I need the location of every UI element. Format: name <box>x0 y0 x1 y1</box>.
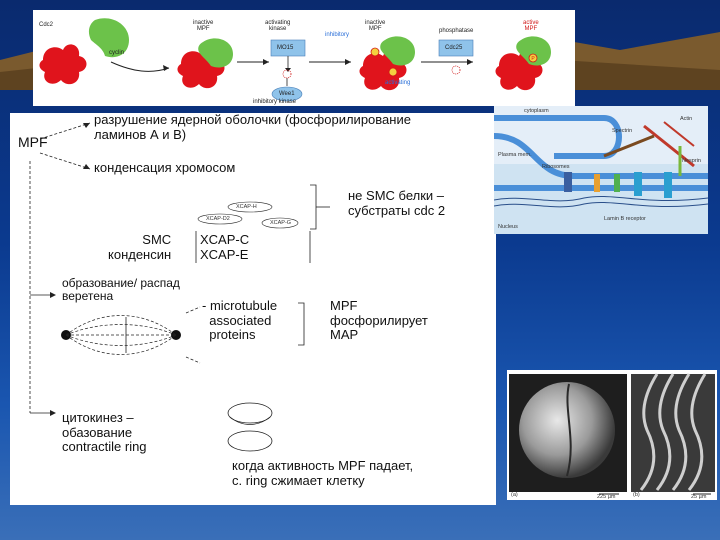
furrow-texture <box>639 373 707 491</box>
inactive-mpf-2-label: inactive MPF <box>365 20 386 33</box>
wee1-box <box>271 86 303 102</box>
nuclear-envelope-text: разрушение ядерной оболочки (фосфорилиро… <box>94 112 411 142</box>
activating-kinase-label: activating kinase <box>265 20 291 33</box>
cleaving-egg <box>519 382 615 478</box>
lamin-b-label: Lamin B receptor <box>604 216 646 222</box>
mo15-label: MO15 <box>277 45 294 51</box>
mpf-activation-diagram: P <box>39 18 551 102</box>
phospho-p: P <box>531 56 535 62</box>
non-smc-text: не SMC белки – субстраты cdc 2 <box>348 188 446 218</box>
mpf-label: MPF <box>18 134 48 150</box>
actin-label: Actin <box>680 116 693 122</box>
xcap-ce-text: XCAP-C XCAP-E <box>200 232 250 262</box>
plasma-mem-label: Plasma mem. <box>498 152 532 158</box>
phospho-activating <box>388 67 398 77</box>
ring-note-text: когда активность MPF падает, с. ring сжи… <box>232 458 414 488</box>
sem-b-scale: 25 µm <box>691 494 707 500</box>
inactive-mpf-label: inactive MPF <box>193 20 214 33</box>
sem-micrographs-panel: (a) 225 µm (b) 25 µm <box>507 370 717 500</box>
sem-a-scale: 225 µm <box>597 494 616 500</box>
chromosome-condensation-text: конденсация хромосом <box>94 160 236 175</box>
smc-condensin-text: SMC конденсин <box>108 232 172 262</box>
sem-micrographs <box>509 373 715 495</box>
cyclin-protein-4 <box>516 36 551 66</box>
active-mpf-label: active MPF <box>523 20 539 33</box>
phospho-active <box>528 53 538 63</box>
nuclear-envelope-diagram: cytoplasm Plasma mem. Nucleus Ribosomes … <box>494 106 708 234</box>
spectrin-label: Spectrin <box>612 128 633 134</box>
nucleus-label: Nucleus <box>498 224 518 230</box>
mpf-functions-panel: MPF разрушение ядерной оболочки (фосфори… <box>10 112 496 505</box>
phosphatase-label: phosphatase <box>439 28 474 34</box>
nuclear-envelope-svg <box>494 106 708 208</box>
arrow-1 <box>110 61 170 72</box>
cyclin-label: cyclin <box>109 50 125 56</box>
mpf-map-text: MPF фосфорилирует MAP <box>330 298 428 343</box>
sem-b-label: (b) <box>633 492 640 498</box>
cyclin-protein-1 <box>88 18 129 58</box>
cyclin-protein-2 <box>198 38 233 68</box>
wee1-label: Wee1 <box>279 91 295 97</box>
cdc2-label: Cdc2 <box>39 22 54 28</box>
mpf-activation-panel: P Cdc2 cyclin inactive MPF activating ki… <box>33 10 575 106</box>
map-proteins-text: - microtubule associated proteins <box>202 298 278 343</box>
spindle-text: образование/ распад веретена <box>62 276 180 304</box>
activating-label: activating <box>385 80 411 86</box>
inhibitory-label: inhibitory <box>325 32 350 38</box>
xcap-h-label: XCAP-H <box>236 204 257 210</box>
cdc25-label: Cdc25 <box>445 45 463 51</box>
ribosomes-label: Ribosomes <box>542 164 570 170</box>
cytoplasm-label: cytoplasm <box>524 108 549 114</box>
nesprin-label: Nesprin <box>682 158 701 164</box>
mpf-functions-lines <box>29 122 330 452</box>
sem-a-label: (a) <box>511 492 518 498</box>
phospho-inhibitory <box>370 47 380 57</box>
cyclin-protein-3 <box>380 36 415 66</box>
xcap-g-label: XCAP-G <box>270 220 292 226</box>
cdc25-box <box>438 39 474 57</box>
xcap-d2-label: XCAP-D2 <box>206 216 230 222</box>
cdc2-protein-1 <box>39 44 87 85</box>
cytokinesis-text: цитокинез – обазование contractile ring <box>62 410 147 455</box>
inhibitory-kinase-label: inhibitory kinase <box>253 99 297 105</box>
